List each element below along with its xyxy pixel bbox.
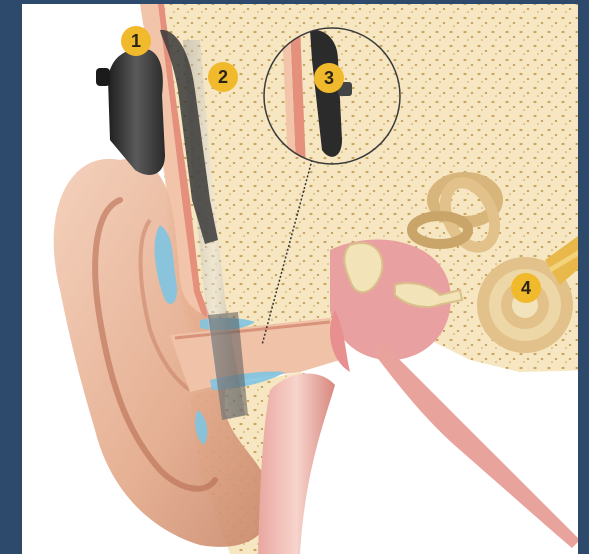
callout-badge-2: 2 [208,62,238,92]
callout-badge-3: 3 [314,63,344,93]
callout-label: 2 [218,67,228,87]
callout-label: 3 [324,68,334,88]
callout-label: 4 [521,278,531,298]
callout-badge-1: 1 [121,26,151,56]
processor-button [96,68,110,86]
callout-label: 1 [131,31,141,51]
hearing-implant-processor-icon [108,49,165,175]
callout-badge-4: 4 [511,273,541,303]
muscle-tissue [258,374,335,554]
